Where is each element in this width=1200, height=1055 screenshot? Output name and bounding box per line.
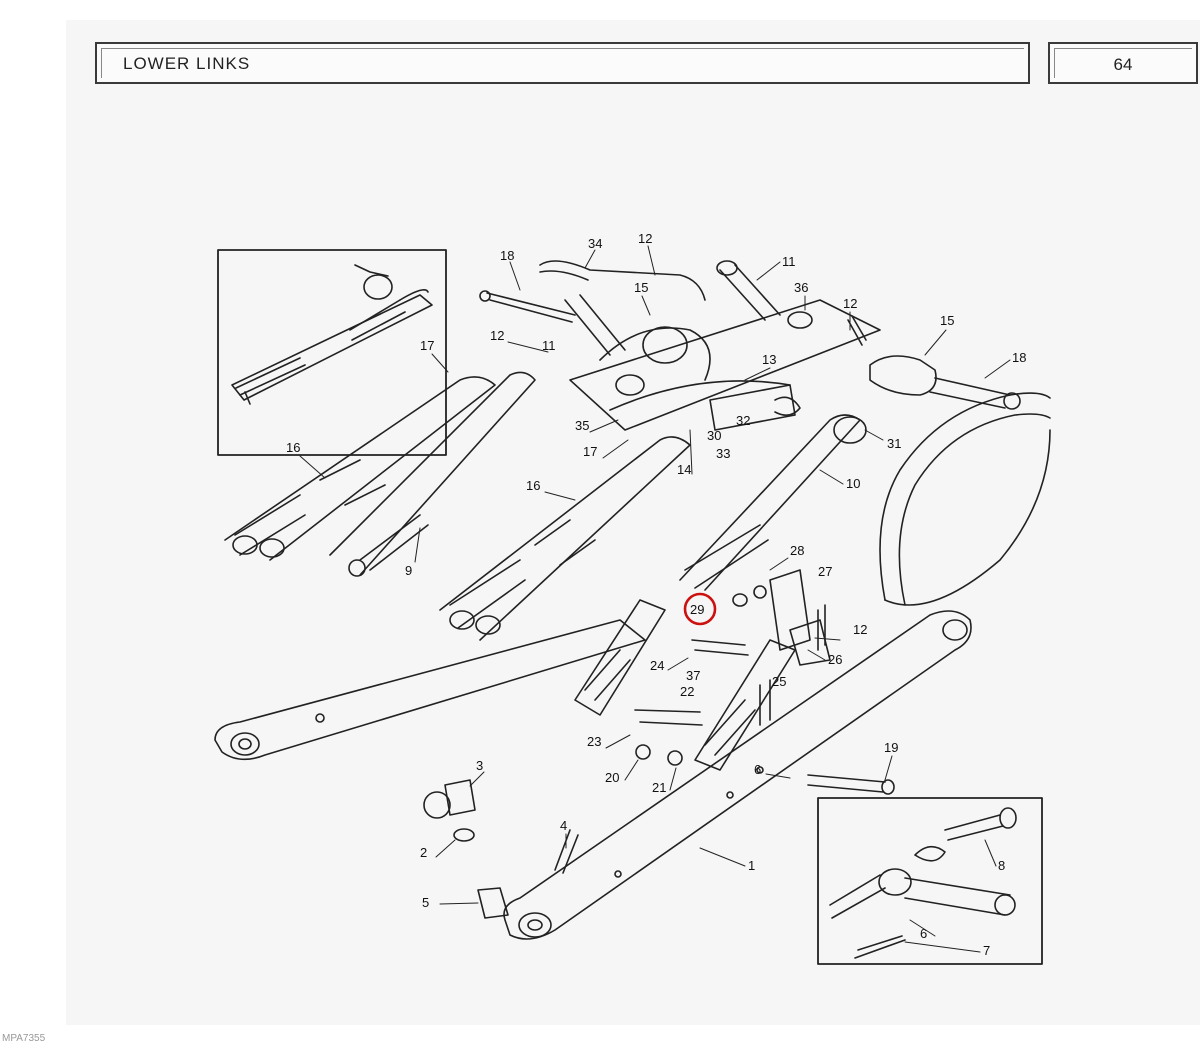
callout-label: 30 xyxy=(707,428,721,443)
callout-label: 20 xyxy=(605,770,619,785)
callout-label: 8 xyxy=(998,858,1005,873)
callout-label: 10 xyxy=(846,476,860,491)
callout-label: 4 xyxy=(560,818,567,833)
lift-rod-left xyxy=(224,371,536,577)
callout-label: 15 xyxy=(634,280,648,295)
page-number: 64 xyxy=(1113,55,1133,74)
callout-label: 24 xyxy=(650,658,664,673)
callout-label: 11 xyxy=(782,254,796,269)
highlight-circle xyxy=(683,592,717,626)
callout-label: 11 xyxy=(542,338,556,353)
callout-label: 23 xyxy=(587,734,601,749)
callout-label: 21 xyxy=(652,780,666,795)
callout-label: 5 xyxy=(422,895,429,910)
lift-rod-front xyxy=(439,436,691,641)
callout-label: 14 xyxy=(677,462,691,477)
callout-label: 17 xyxy=(420,338,434,353)
callout-label: 31 xyxy=(887,436,901,451)
callout-label: 13 xyxy=(762,352,776,367)
callout-label: 27 xyxy=(818,564,832,579)
callout-label: 35 xyxy=(575,418,589,433)
callout-label: 29 xyxy=(690,602,704,617)
callout-labels: 18 34 12 11 15 36 12 15 18 12 11 17 13 3… xyxy=(286,231,1026,958)
callout-label: 25 xyxy=(772,674,786,689)
lower-link-right xyxy=(503,610,972,940)
title-box: LOWER LINKS xyxy=(95,42,1030,84)
callout-label: 12 xyxy=(638,231,652,246)
page-number-box: 64 xyxy=(1048,42,1198,84)
inset-bottom-right xyxy=(817,797,1043,965)
callout-label: 12 xyxy=(490,328,504,343)
tractor-wheel xyxy=(879,392,1051,606)
callout-label: 17 xyxy=(583,444,597,459)
callout-label: 6 xyxy=(754,762,761,777)
callout-label: 7 xyxy=(983,943,990,958)
callout-label: 1 xyxy=(748,858,755,873)
callout-label: 32 xyxy=(736,413,750,428)
callout-label: 19 xyxy=(884,740,898,755)
lower-link-left xyxy=(214,619,646,761)
callout-label: 2 xyxy=(420,845,427,860)
callout-label: 18 xyxy=(1012,350,1026,365)
callout-label: 16 xyxy=(286,440,300,455)
callout-label: 37 xyxy=(686,668,700,683)
callout-label: 3 xyxy=(476,758,483,773)
lift-arm-assembly xyxy=(479,260,1021,431)
callout-label: 6 xyxy=(920,926,927,941)
stabiliser-chain xyxy=(574,569,831,771)
callout-label: 28 xyxy=(790,543,804,558)
callout-label: 33 xyxy=(716,446,730,461)
callout-label: 22 xyxy=(680,684,694,699)
inset-top-left xyxy=(217,249,447,456)
drawing-reference: MPA7355 xyxy=(2,1033,46,1044)
callout-label: 16 xyxy=(526,478,540,493)
callout-label: 15 xyxy=(940,313,954,328)
callout-label: 34 xyxy=(588,236,602,251)
callout-label: 12 xyxy=(853,622,867,637)
leader-lines xyxy=(299,245,1011,953)
page-title: LOWER LINKS xyxy=(123,54,251,73)
callout-label: 12 xyxy=(843,296,857,311)
callout-label: 36 xyxy=(794,280,808,295)
callout-label: 18 xyxy=(500,248,514,263)
loose-parts xyxy=(423,774,895,919)
callout-label: 9 xyxy=(405,563,412,578)
callout-label: 26 xyxy=(828,652,842,667)
